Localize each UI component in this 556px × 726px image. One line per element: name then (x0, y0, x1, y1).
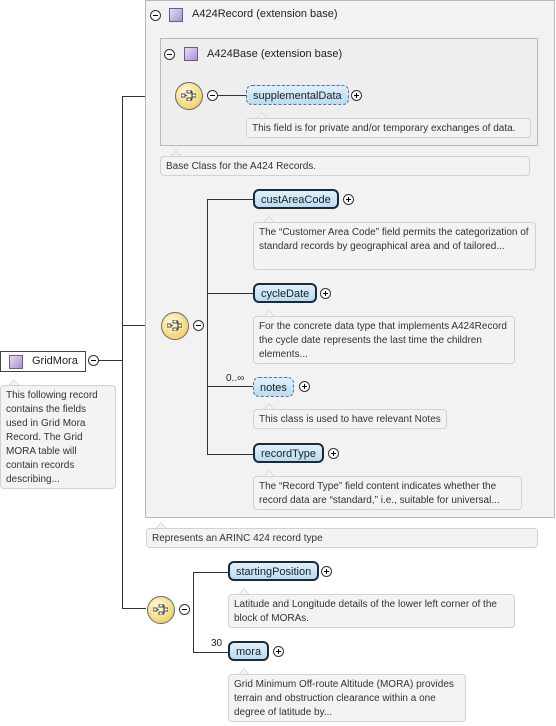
root-type-icon (9, 355, 23, 369)
root-note: This following record contains the field… (0, 385, 116, 489)
mora-element[interactable]: mora (228, 641, 270, 661)
startingPosition-element[interactable]: startingPosition (228, 561, 320, 581)
connector-notes (207, 386, 253, 387)
connector-seq3 (122, 608, 146, 609)
cycleDate-note: For the concrete data type that implemen… (253, 316, 515, 364)
recordType-element[interactable]: recordType (253, 443, 325, 463)
mora-note: Grid Minimum Off-route Altitude (MORA) p… (228, 674, 466, 722)
trunk-vertical (122, 96, 123, 608)
notes-element[interactable]: notes (253, 377, 294, 397)
connector-seq2 (122, 325, 160, 326)
recordType-note: The “Record Type” field content indicate… (253, 476, 522, 510)
sequence-icon[interactable] (175, 82, 203, 110)
a424base-title: A424Base (extension base) (207, 48, 343, 60)
a424record-note: Base Class for the A424 Records. (160, 156, 530, 176)
a424record-title: A424Record (extension base) (192, 8, 338, 20)
sequence-icon[interactable] (147, 596, 175, 624)
connector-recordType (207, 454, 253, 455)
sequence-icon[interactable] (161, 312, 189, 340)
recordType-note-tail (263, 470, 275, 477)
supplementalData-expand-icon[interactable] (351, 90, 362, 101)
seq2-vertical (207, 199, 208, 454)
connector-mora (193, 652, 228, 653)
sequence2-collapse-icon[interactable] (193, 320, 204, 331)
sequence1-collapse-icon[interactable] (207, 90, 218, 101)
recordType-expand-icon[interactable] (328, 448, 339, 459)
root-connector (98, 360, 122, 361)
cycleDate-note-tail (263, 310, 275, 317)
root-collapse-icon[interactable] (88, 355, 99, 366)
connector-custAreaCode (207, 199, 253, 200)
arinc-note: Represents an ARINC 424 record type (146, 528, 538, 548)
a424record-note-tail (170, 150, 182, 157)
custAreaCode-note-tail (263, 216, 275, 223)
mora-note-tail (238, 668, 250, 675)
notes-note: This class is used to have relevant Note… (253, 409, 447, 429)
startingPosition-note-tail (238, 588, 250, 595)
a424record-type-icon (169, 8, 183, 22)
root-label: GridMora (32, 355, 78, 367)
sequence3-collapse-icon[interactable] (179, 604, 190, 615)
notes-note-tail (263, 403, 275, 410)
supplemental-note-tail (256, 112, 268, 119)
a424base-collapse-icon[interactable] (164, 49, 175, 60)
root-note-tail (8, 379, 20, 386)
connector-cycleDate (207, 293, 253, 294)
supplementalData-element[interactable]: supplementalData (246, 85, 349, 105)
seq1-to-supplemental (218, 95, 246, 96)
mora-occurrence: 30 (211, 638, 223, 649)
connector-startingPosition (193, 572, 228, 573)
custAreaCode-expand-icon[interactable] (343, 194, 354, 205)
startingPosition-expand-icon[interactable] (321, 566, 332, 577)
startingPosition-note: Latitude and Longitude details of the lo… (228, 594, 515, 628)
a424base-type-icon (184, 47, 198, 61)
custAreaCode-note: The “Customer Area Code” field permits t… (253, 222, 536, 270)
seq3-vertical (193, 572, 194, 652)
mora-expand-icon[interactable] (273, 646, 284, 657)
a424record-collapse-icon[interactable] (150, 10, 161, 21)
arinc-note-tail (155, 522, 167, 529)
supplemental-note: This field is for private and/or tempora… (246, 118, 531, 138)
cycleDate-expand-icon[interactable] (320, 288, 331, 299)
notes-expand-icon[interactable] (299, 381, 310, 392)
root-element[interactable]: GridMora (0, 351, 86, 372)
custAreaCode-element[interactable]: custAreaCode (253, 189, 339, 209)
notes-occurrence: 0..∞ (226, 373, 245, 384)
cycleDate-element[interactable]: cycleDate (253, 283, 318, 303)
